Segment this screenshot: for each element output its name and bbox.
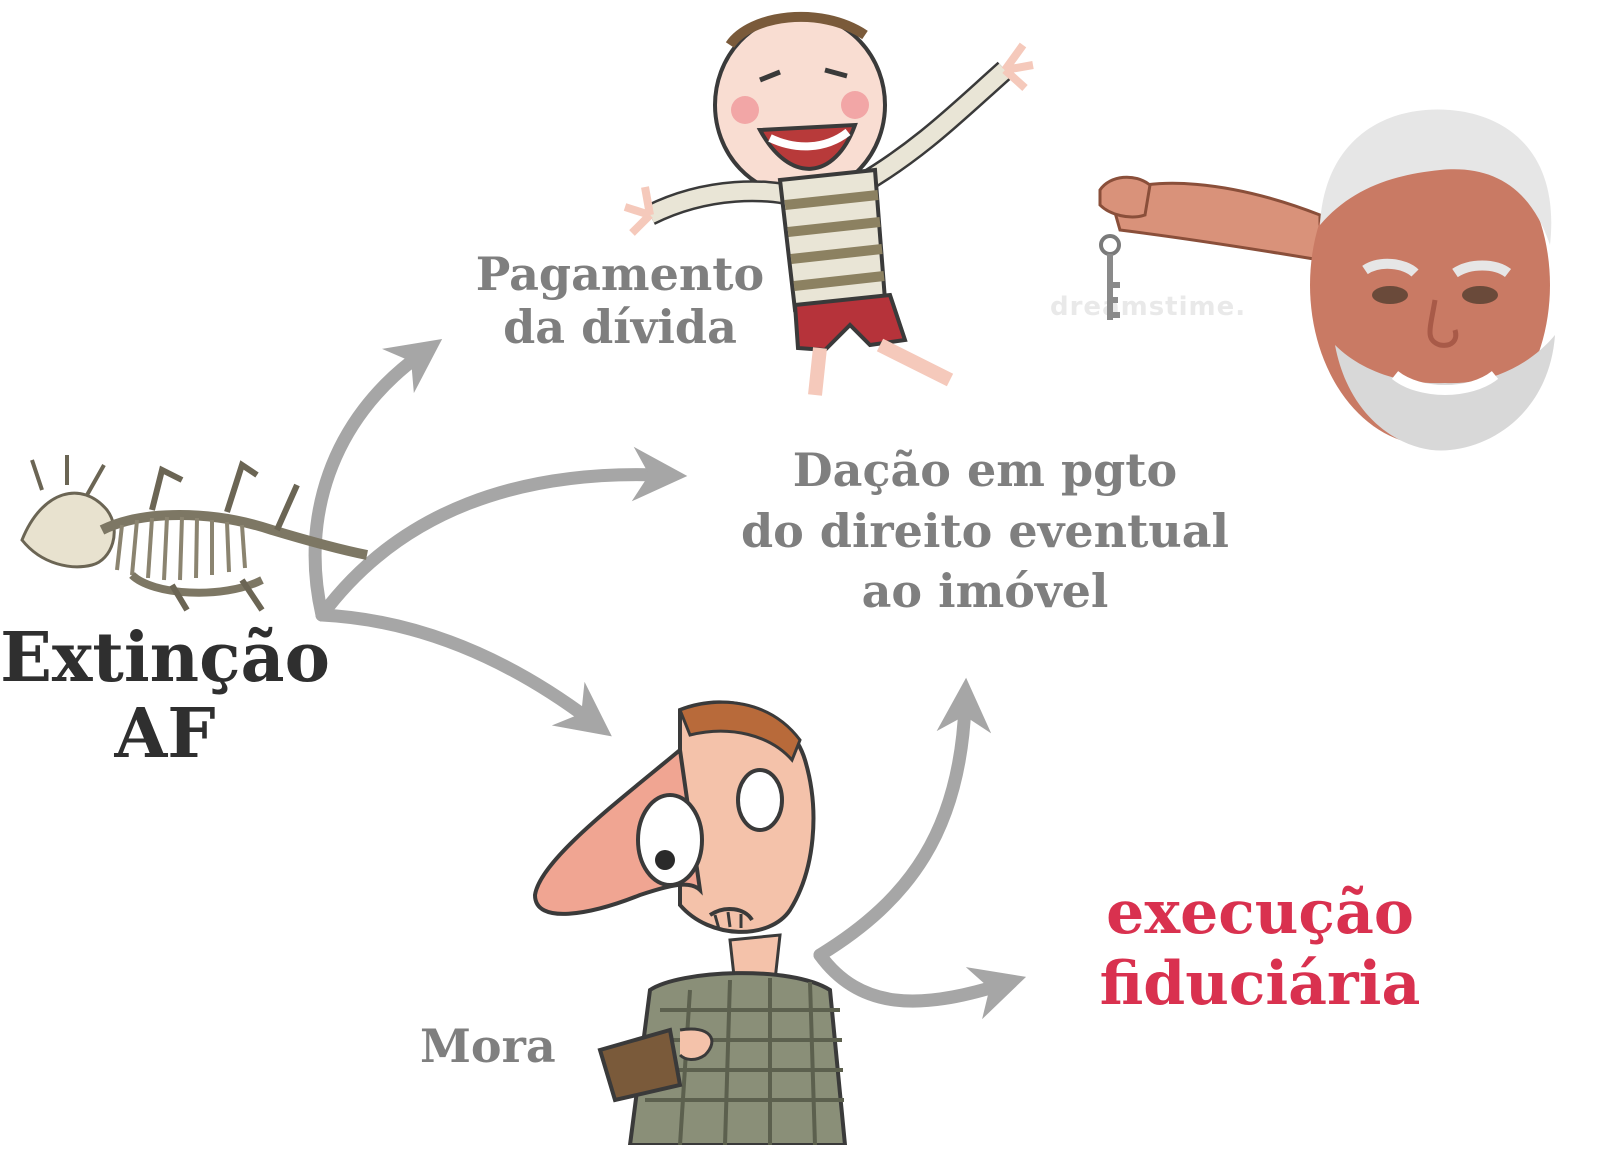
branch-label-execucao: execução fiduciária — [1099, 878, 1421, 1019]
branch-label-dacao: Dação em pgto do direito eventual ao imó… — [740, 443, 1230, 619]
arrow-mora-to-execucao — [813, 948, 1027, 1020]
arrow-to-mora — [315, 608, 612, 737]
old-man-holding-key-icon — [1090, 95, 1610, 455]
arrow-mora-to-dacao — [813, 677, 992, 962]
dinosaur-skeleton-icon — [12, 450, 372, 620]
arrow-to-payment — [308, 339, 443, 622]
watermark-text: dreamstime. — [1050, 292, 1247, 322]
origin-label: Extinção AF — [0, 618, 330, 775]
worried-man-with-wallet-icon — [530, 690, 850, 1145]
arrow-to-dacao — [315, 446, 688, 622]
branch-label-mora: Mora — [420, 1019, 556, 1073]
happy-child-icon — [620, 10, 1060, 400]
branch-label-payment: Pagamento da dívida — [475, 247, 765, 354]
